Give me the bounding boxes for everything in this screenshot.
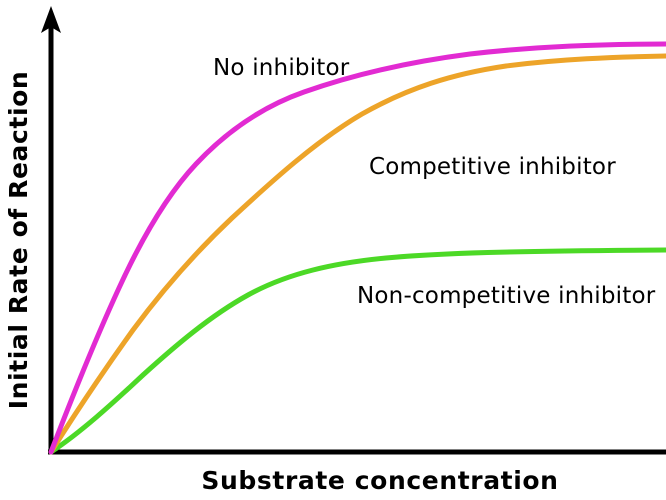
series-label-non-competitive-inhibitor: Non-competitive inhibitor — [357, 283, 656, 309]
series-label-no-inhibitor: No inhibitor — [213, 55, 350, 81]
x-axis-title: Substrate concentration — [201, 466, 558, 495]
curve-non-competitive-inhibitor — [48, 247, 666, 455]
curve-no-inhibitor — [48, 41, 666, 455]
y-axis-arrow-icon — [41, 6, 61, 33]
y-axis-title: Initial Rate of Reaction — [4, 71, 33, 410]
curve-group — [48, 41, 666, 455]
axis-group — [41, 6, 666, 455]
curve-competitive-inhibitor — [48, 53, 666, 455]
series-label-competitive-inhibitor: Competitive inhibitor — [369, 154, 616, 180]
series-annotations: No inhibitor Competitive inhibitor Non-c… — [213, 55, 656, 309]
